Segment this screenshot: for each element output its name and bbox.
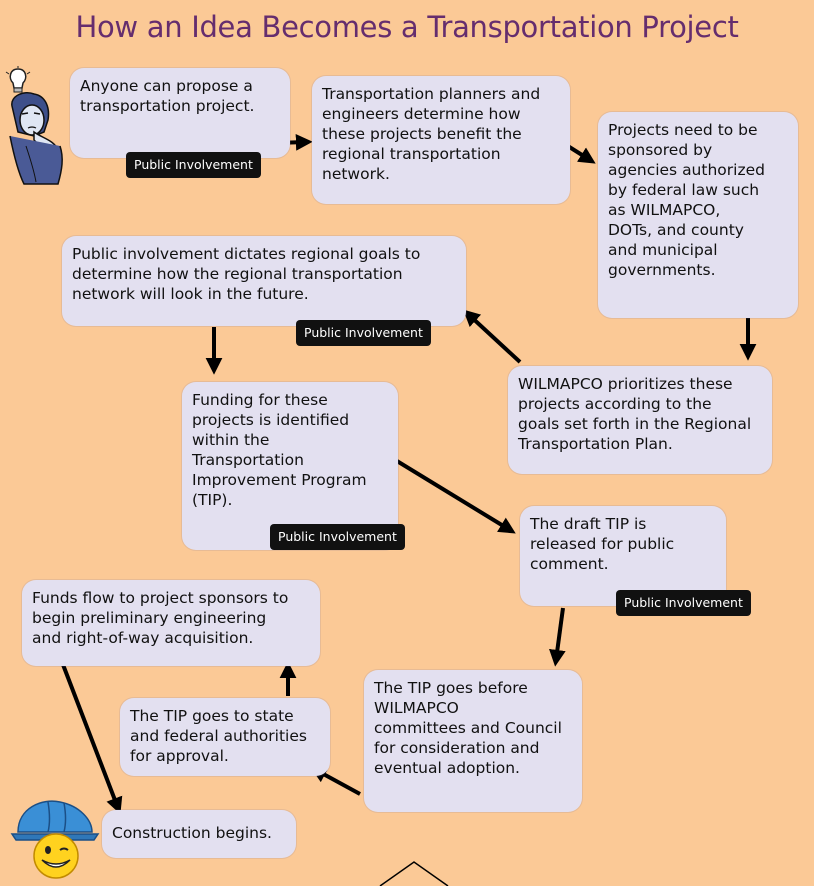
step-8-box: The TIP goes before WILMAPCO committees … [364,670,582,812]
step-7-box: The draft TIP is released for public com… [520,506,726,606]
arrow-7-to-8 [549,607,566,667]
public-involvement-badge-3: Public Involvement [270,524,405,550]
step-4-text: WILMAPCO prioritizes these projects acco… [518,375,752,453]
step-4-box: WILMAPCO prioritizes these projects acco… [508,366,772,474]
diagram-title: How an Idea Becomes a Transportation Pro… [75,10,739,44]
step-1-box: Anyone can propose a transportation proj… [70,68,290,158]
step-6-box: Funding for these projects is identified… [182,382,398,550]
step-11-box: Construction begins. [102,810,296,858]
step-11-text: Construction begins. [112,824,272,842]
public-involvement-badge-2: Public Involvement [296,320,431,346]
public-involvement-badge-1: Public Involvement [126,152,261,178]
step-2-box: Transportation planners and engineers de… [312,76,570,204]
public-involvement-badge-4: Public Involvement [616,590,751,616]
arrow-4-to-5 [463,309,522,364]
step-6-text: Funding for these projects is identified… [192,391,367,509]
lightbulb-icon [5,66,31,93]
thinking-person-icon [9,92,63,185]
hardhat-smiley-illustration [10,800,100,879]
step-5-text: Public involvement dictates regional goa… [72,245,421,303]
step-7-text: The draft TIP is released for public com… [530,515,675,573]
step-3-box: Projects need to be sponsored by agencie… [598,112,798,318]
step-10-text: Funds flow to project sponsors to begin … [32,589,289,647]
step-5-box: Public involvement dictates regional goa… [62,236,466,326]
step-3-text: Projects need to be sponsored by agencie… [608,121,765,279]
thinking-person-illustration [5,66,63,185]
arrow-6-to-7 [390,456,516,534]
smiley-face-icon [33,833,79,879]
step-2-text: Transportation planners and engineers de… [322,85,541,183]
arrow-8-to-9 [310,766,361,796]
continuation-chevron [379,861,449,886]
step-9-text: The TIP goes to state and federal author… [130,707,307,765]
arrow-10-to-11 [60,661,123,815]
step-8-text: The TIP goes before WILMAPCO committees … [374,679,562,777]
step-10-box: Funds flow to project sponsors to begin … [22,580,320,666]
step-1-text: Anyone can propose a transportation proj… [80,77,255,115]
step-9-box: The TIP goes to state and federal author… [120,698,330,776]
